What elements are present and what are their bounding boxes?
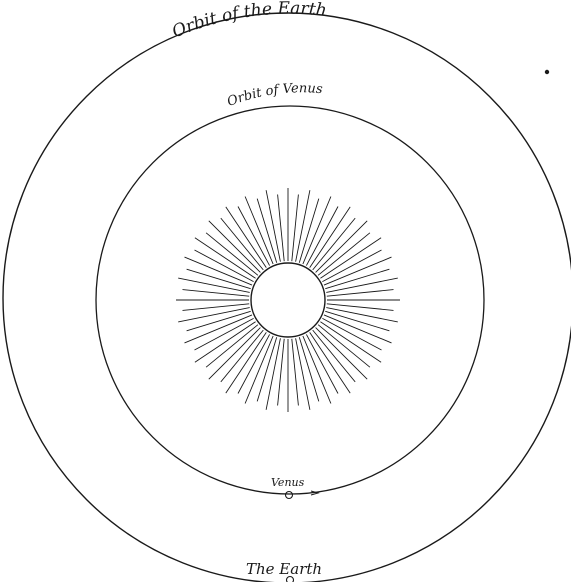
sun-ray	[303, 197, 331, 265]
sun-ray	[245, 336, 273, 404]
sun-ray	[303, 336, 331, 404]
earth-orbit-label: Orbit of the Earth	[169, 0, 327, 42]
sun-ray	[322, 318, 381, 350]
sun-ray	[238, 334, 270, 393]
sun-ray	[195, 250, 254, 282]
sun-ray	[195, 318, 254, 350]
speck	[545, 70, 549, 74]
sun	[251, 263, 325, 337]
sun-rays	[176, 188, 400, 412]
sun-ray	[245, 197, 273, 265]
venus-label: Venus	[271, 476, 305, 489]
sun-ray	[306, 334, 338, 393]
venus-orbit	[96, 106, 484, 494]
venus-planet	[286, 492, 293, 499]
venus-orbit-label: Orbit of Venus	[225, 81, 323, 110]
sun-ray	[322, 250, 381, 282]
earth-orbit	[3, 13, 571, 582]
sun-ray	[185, 257, 253, 285]
sun-ray	[238, 207, 270, 266]
earth-label: The Earth	[246, 560, 322, 578]
sun-ray	[324, 315, 392, 343]
sun-ray	[185, 315, 253, 343]
sun-ray	[324, 257, 392, 285]
sun-ray	[306, 207, 338, 266]
